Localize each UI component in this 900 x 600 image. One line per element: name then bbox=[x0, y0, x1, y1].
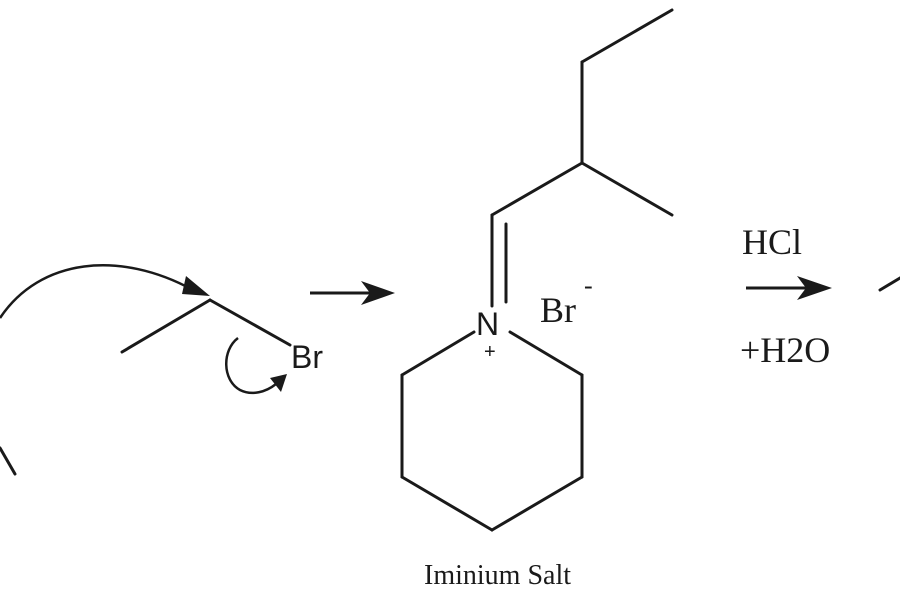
br-reactant-label: Br bbox=[291, 339, 323, 375]
iminium-salt-molecule: N + Br - Iminium Salt bbox=[400, 8, 674, 591]
leaving-group-arrow-icon bbox=[225, 337, 287, 395]
attack-arrow-head bbox=[182, 276, 210, 296]
chain-bond-methyl bbox=[580, 161, 674, 217]
nitrogen-label: N bbox=[476, 306, 499, 342]
leaving-arrow-curve bbox=[225, 337, 277, 395]
chain-bond-to-imine-carbon bbox=[490, 161, 584, 217]
ethyl-cc-bond bbox=[120, 298, 212, 354]
ring-bond-bottom-right bbox=[490, 475, 584, 532]
nucleophilic-attack-arrow-icon bbox=[0, 264, 210, 319]
leaving-arrow-head bbox=[270, 374, 287, 392]
hydrolysis-arrow-icon bbox=[746, 276, 832, 300]
right-fragment-bond bbox=[878, 276, 900, 292]
bromide-anion-label: Br bbox=[540, 290, 576, 330]
left-fragment bbox=[0, 446, 17, 476]
reaction-arrow-head bbox=[361, 281, 395, 305]
reagent-water-label: +H2O bbox=[740, 330, 830, 370]
ring-bond-n-left bbox=[400, 330, 476, 377]
attack-arrow-curve bbox=[0, 264, 194, 319]
reaction-arrow-icon bbox=[310, 281, 395, 305]
anion-charge-label: - bbox=[584, 271, 593, 300]
ethyl-cbr-bond bbox=[208, 298, 292, 347]
left-fragment-bond bbox=[0, 446, 17, 476]
cation-charge-label: + bbox=[484, 341, 496, 363]
reagent-hcl-label: HCl bbox=[742, 222, 802, 262]
ring-bond-bottom-left bbox=[400, 475, 494, 532]
hydrolysis-arrow-head bbox=[797, 276, 832, 300]
product-caption: Iminium Salt bbox=[424, 560, 571, 591]
ring-bond-n-right bbox=[508, 330, 584, 377]
ethyl-bromide-molecule: Br bbox=[120, 298, 323, 375]
chain-bond-top bbox=[580, 8, 674, 64]
